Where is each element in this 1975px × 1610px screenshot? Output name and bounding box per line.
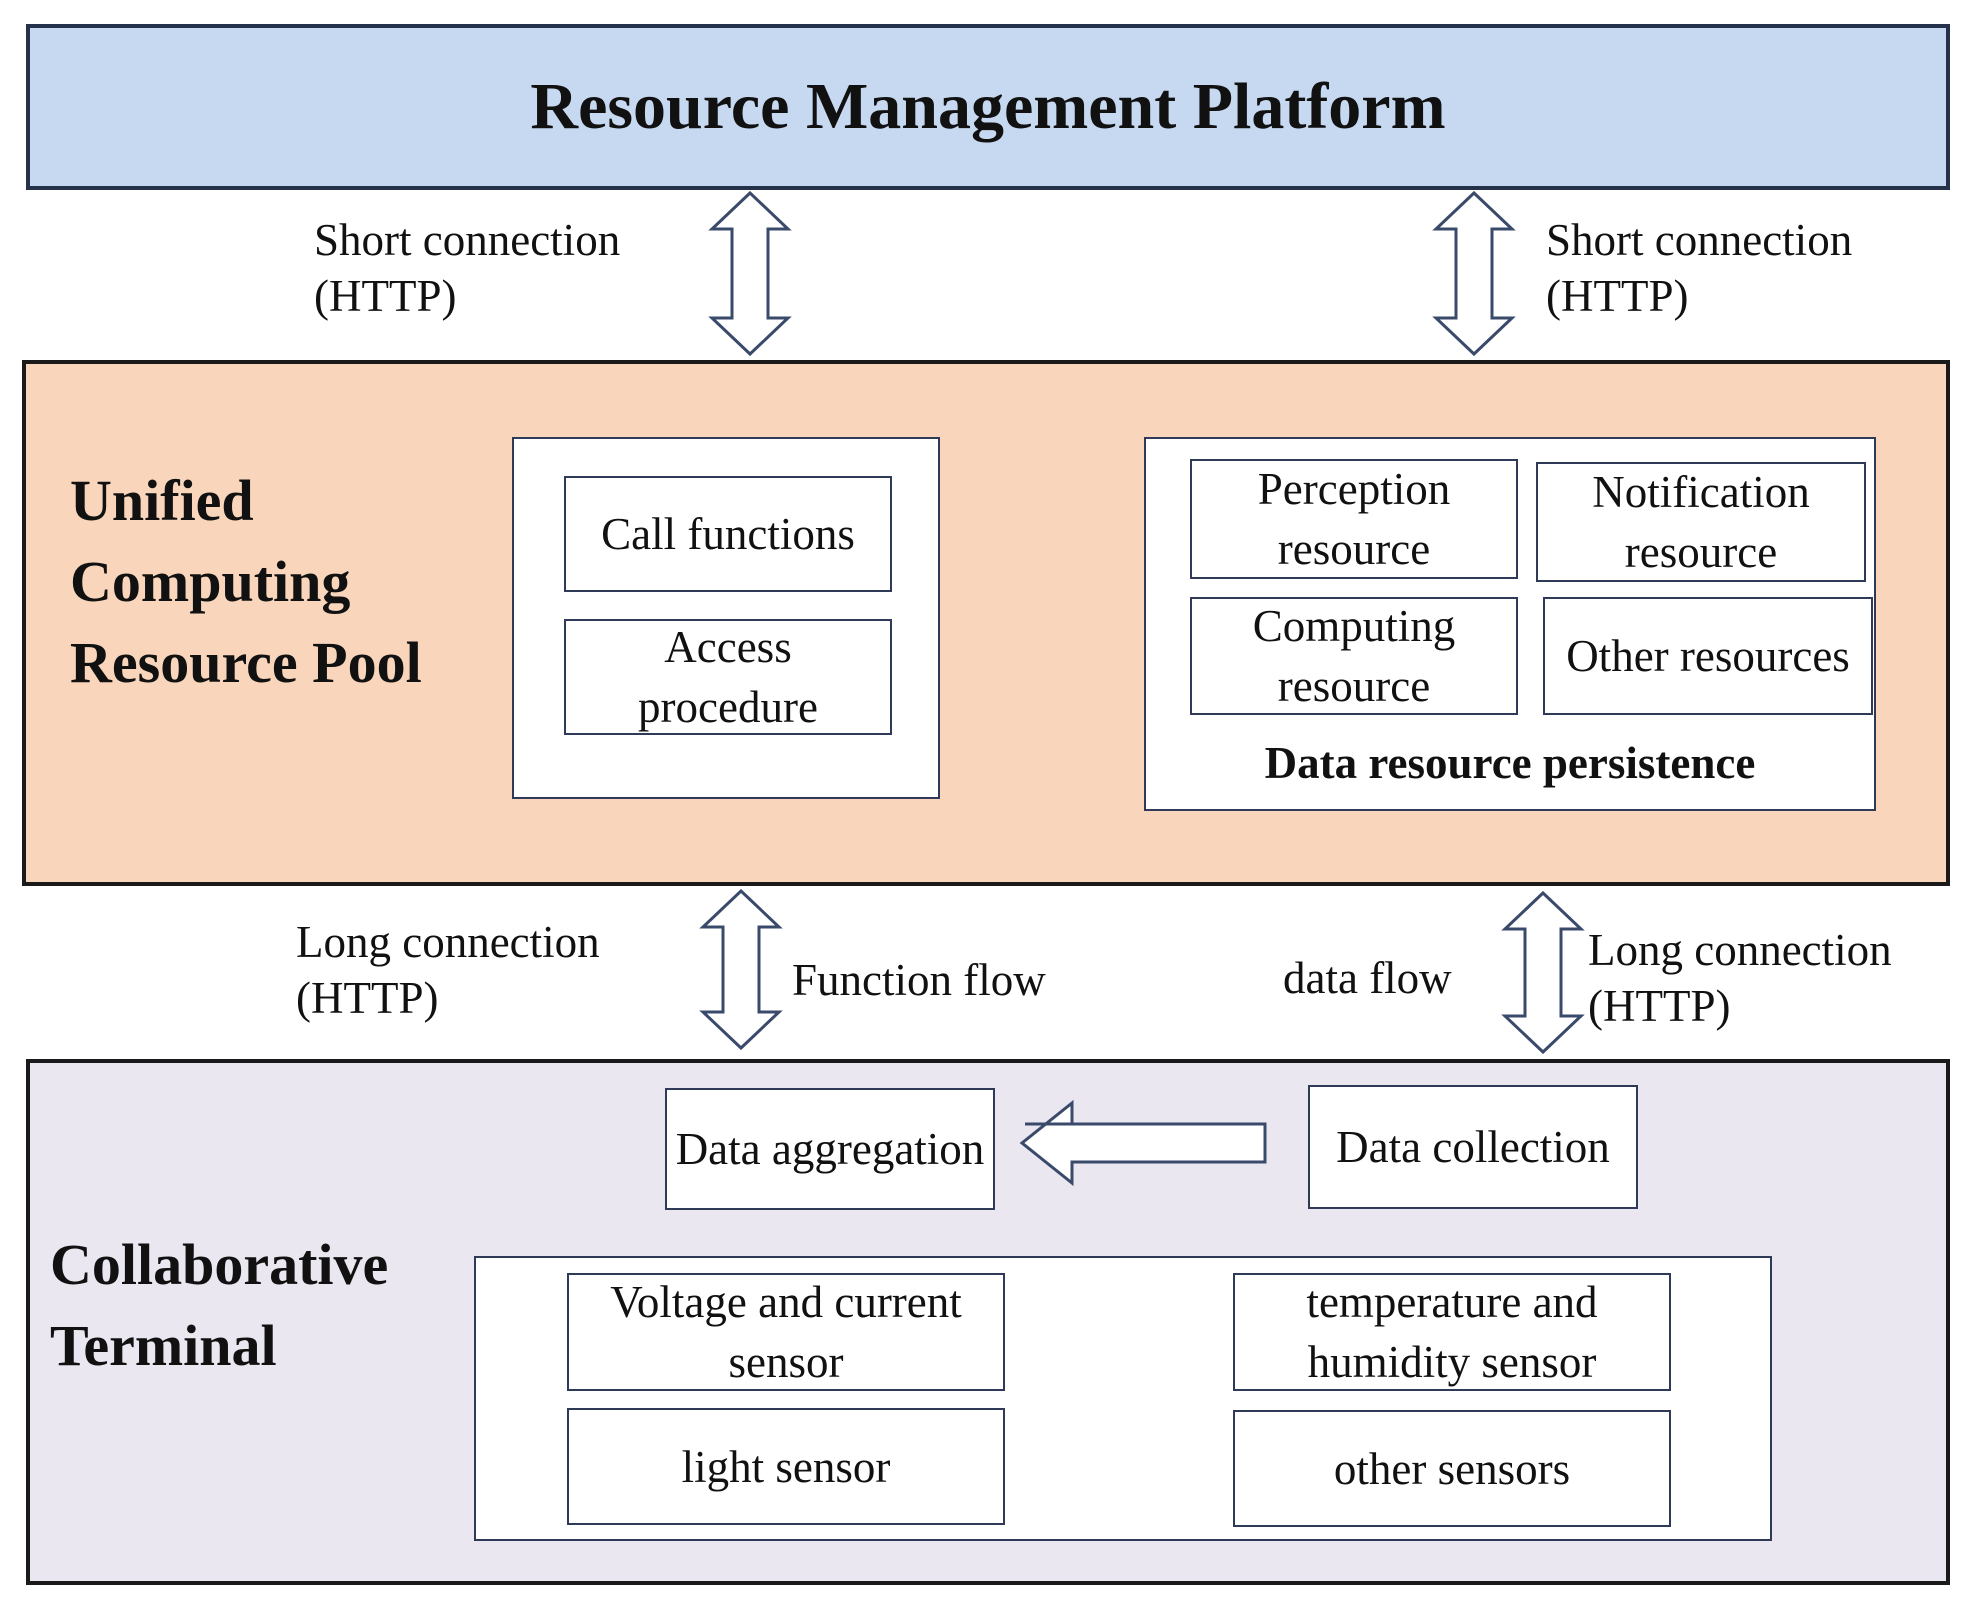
top-left-link-label: Short connection (HTTP) (314, 215, 621, 321)
computing-resource-box: Computing resource (1190, 597, 1518, 715)
call-functions-box: Call functions (564, 476, 892, 592)
terminal-label: Collaborative Terminal (50, 1232, 389, 1378)
platform-title: Resource Management Platform (530, 70, 1446, 143)
other-sensors-box: other sensors (1233, 1410, 1671, 1527)
light-sensor-box: light sensor (567, 1408, 1005, 1525)
notification-resource-box: Notification resource (1536, 462, 1866, 582)
top-right-link-label: Short connection (HTTP) (1546, 215, 1853, 321)
top-right-double-arrow-icon (1432, 190, 1516, 357)
collection-to-aggregation-arrow-icon (1019, 1099, 1267, 1187)
bottom-left-link-label: Long connection (HTTP) (296, 917, 600, 1023)
function-flow-double-arrow-icon (699, 888, 783, 1051)
function-flow-label: Function flow (792, 955, 1046, 1005)
bottom-right-link-label: Long connection (HTTP) (1588, 925, 1892, 1031)
voltage-current-sensor-box: Voltage and current sensor (567, 1273, 1005, 1391)
pool-label: Unified Computing Resource Pool (70, 468, 422, 695)
resource-management-platform-layer: Resource Management Platform (26, 24, 1950, 190)
perception-resource-box: Perception resource (1190, 459, 1518, 579)
access-procedure-box: Access procedure (564, 619, 892, 735)
data-aggregation-box: Data aggregation (665, 1088, 995, 1210)
other-resources-box: Other resources (1543, 597, 1873, 715)
data-resource-persistence-caption: Data resource persistence (1264, 738, 1756, 788)
top-left-double-arrow-icon (708, 190, 792, 357)
data-flow-label: data flow (1283, 953, 1452, 1003)
data-flow-double-arrow-icon (1501, 890, 1585, 1055)
data-collection-box: Data collection (1308, 1085, 1638, 1209)
temperature-humidity-sensor-box: temperature and humidity sensor (1233, 1273, 1671, 1391)
